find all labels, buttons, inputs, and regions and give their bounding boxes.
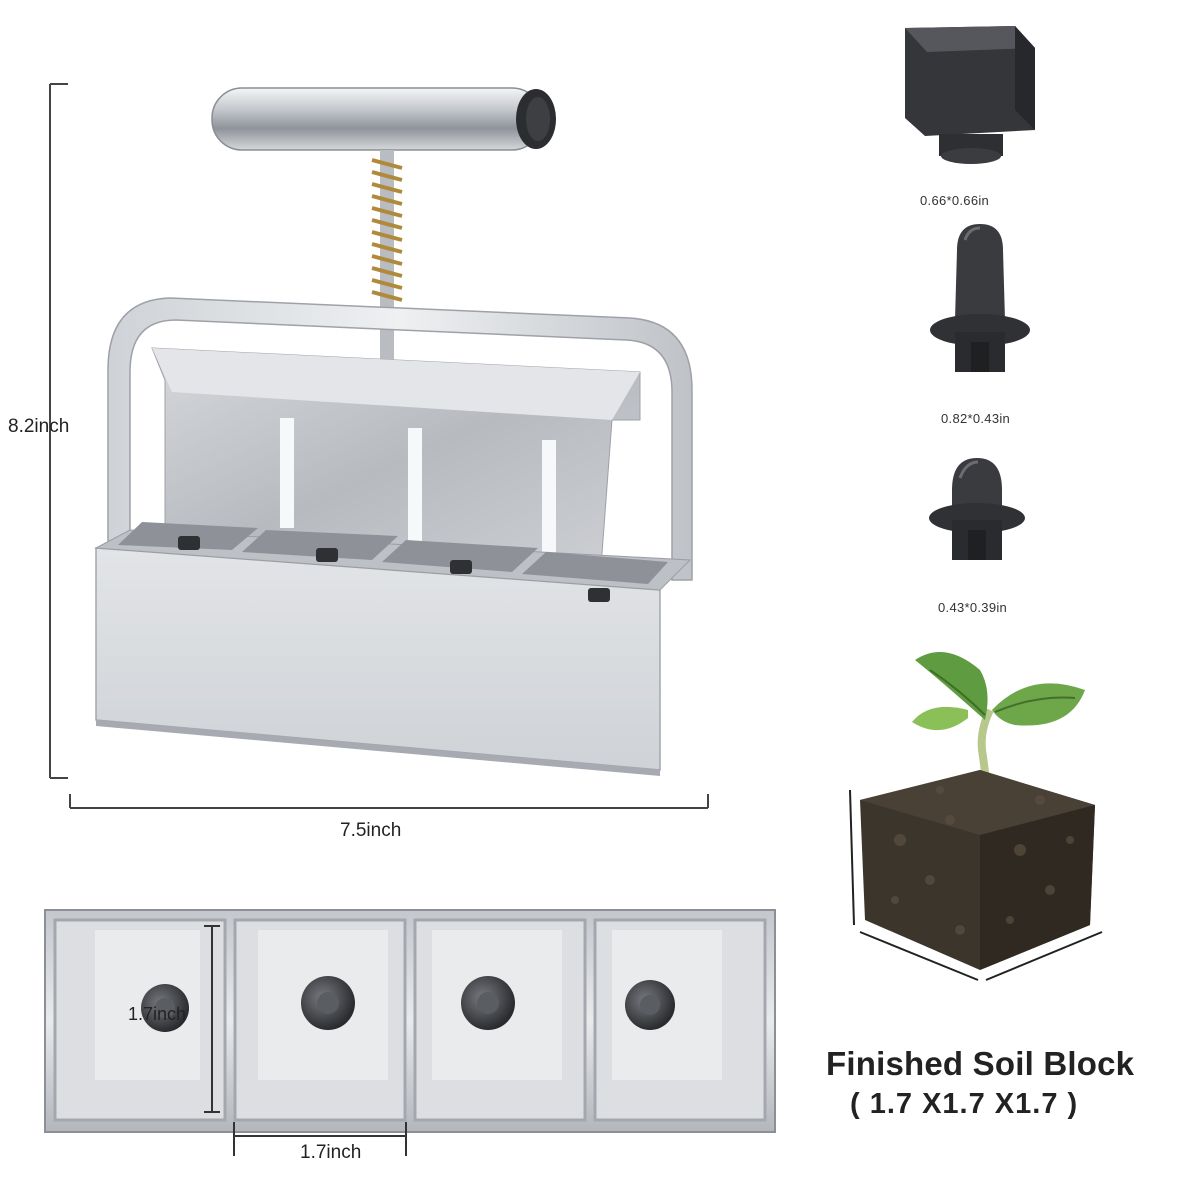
soil-block-size: ( 1.7 X1.7 X1.7 ): [850, 1088, 1079, 1120]
cell-width-dimension-line: [233, 1122, 407, 1156]
width-dimension-line: [69, 794, 709, 809]
pin-size-label-1: 0.66*0.66in: [920, 193, 990, 208]
width-label: 7.5inch: [340, 820, 402, 841]
tall-round-pin-insert: [930, 224, 1030, 372]
height-dimension-line: [49, 83, 68, 779]
soil-block-dimension-lines: [849, 789, 1103, 981]
short-round-pin-insert: [929, 458, 1025, 560]
tray-pins: [141, 976, 675, 1032]
t-handle: [211, 87, 556, 151]
arch-frame: [107, 297, 693, 581]
tray-cells: [53, 918, 767, 1122]
height-label: 8.2inch: [8, 416, 70, 437]
pin-size-label-2: 0.82*0.43in: [941, 411, 1011, 426]
soil-block-with-seedling: [849, 652, 1103, 981]
mold-box: [94, 522, 692, 776]
soil-block-title: Finished Soil Block: [826, 1045, 1135, 1082]
pressing-plate: [151, 347, 641, 581]
soil-blocker-tool-illustration: [49, 83, 709, 809]
cell-width-label: 1.7inch: [300, 1142, 362, 1163]
mold-tray-top-view: [44, 909, 776, 1156]
cell-height-label: 1.7inch: [128, 1004, 187, 1024]
square-pin-insert: [905, 26, 1035, 164]
pin-size-label-3: 0.43*0.39in: [938, 600, 1008, 615]
cell-height-dimension-line: [204, 925, 220, 1113]
